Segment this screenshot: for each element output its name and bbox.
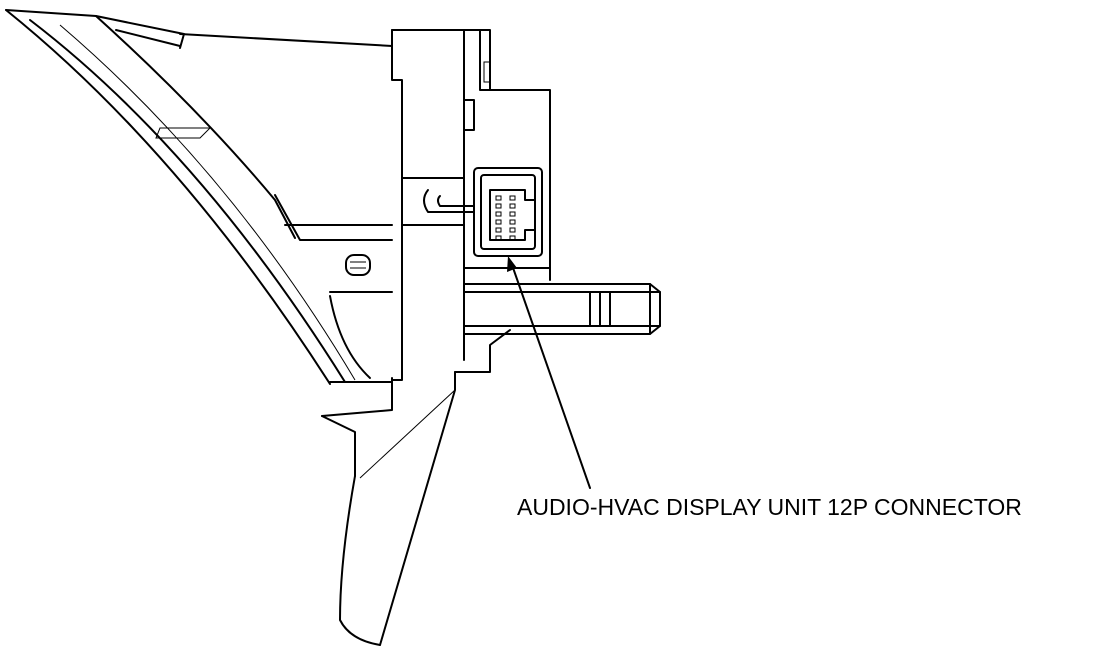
leader-arrow [507,256,591,489]
connector-pins [495,195,516,241]
connector-callout-label: AUDIO-HVAC DISPLAY UNIT 12P CONNECTOR [517,494,1022,520]
connector-12p [473,167,543,257]
horizontal-rail [463,283,661,335]
trim-panel [5,9,393,385]
clip-knob [345,254,371,276]
lower-bracket [321,329,511,646]
arrowhead-icon [507,256,517,272]
unit-housing [391,29,551,381]
